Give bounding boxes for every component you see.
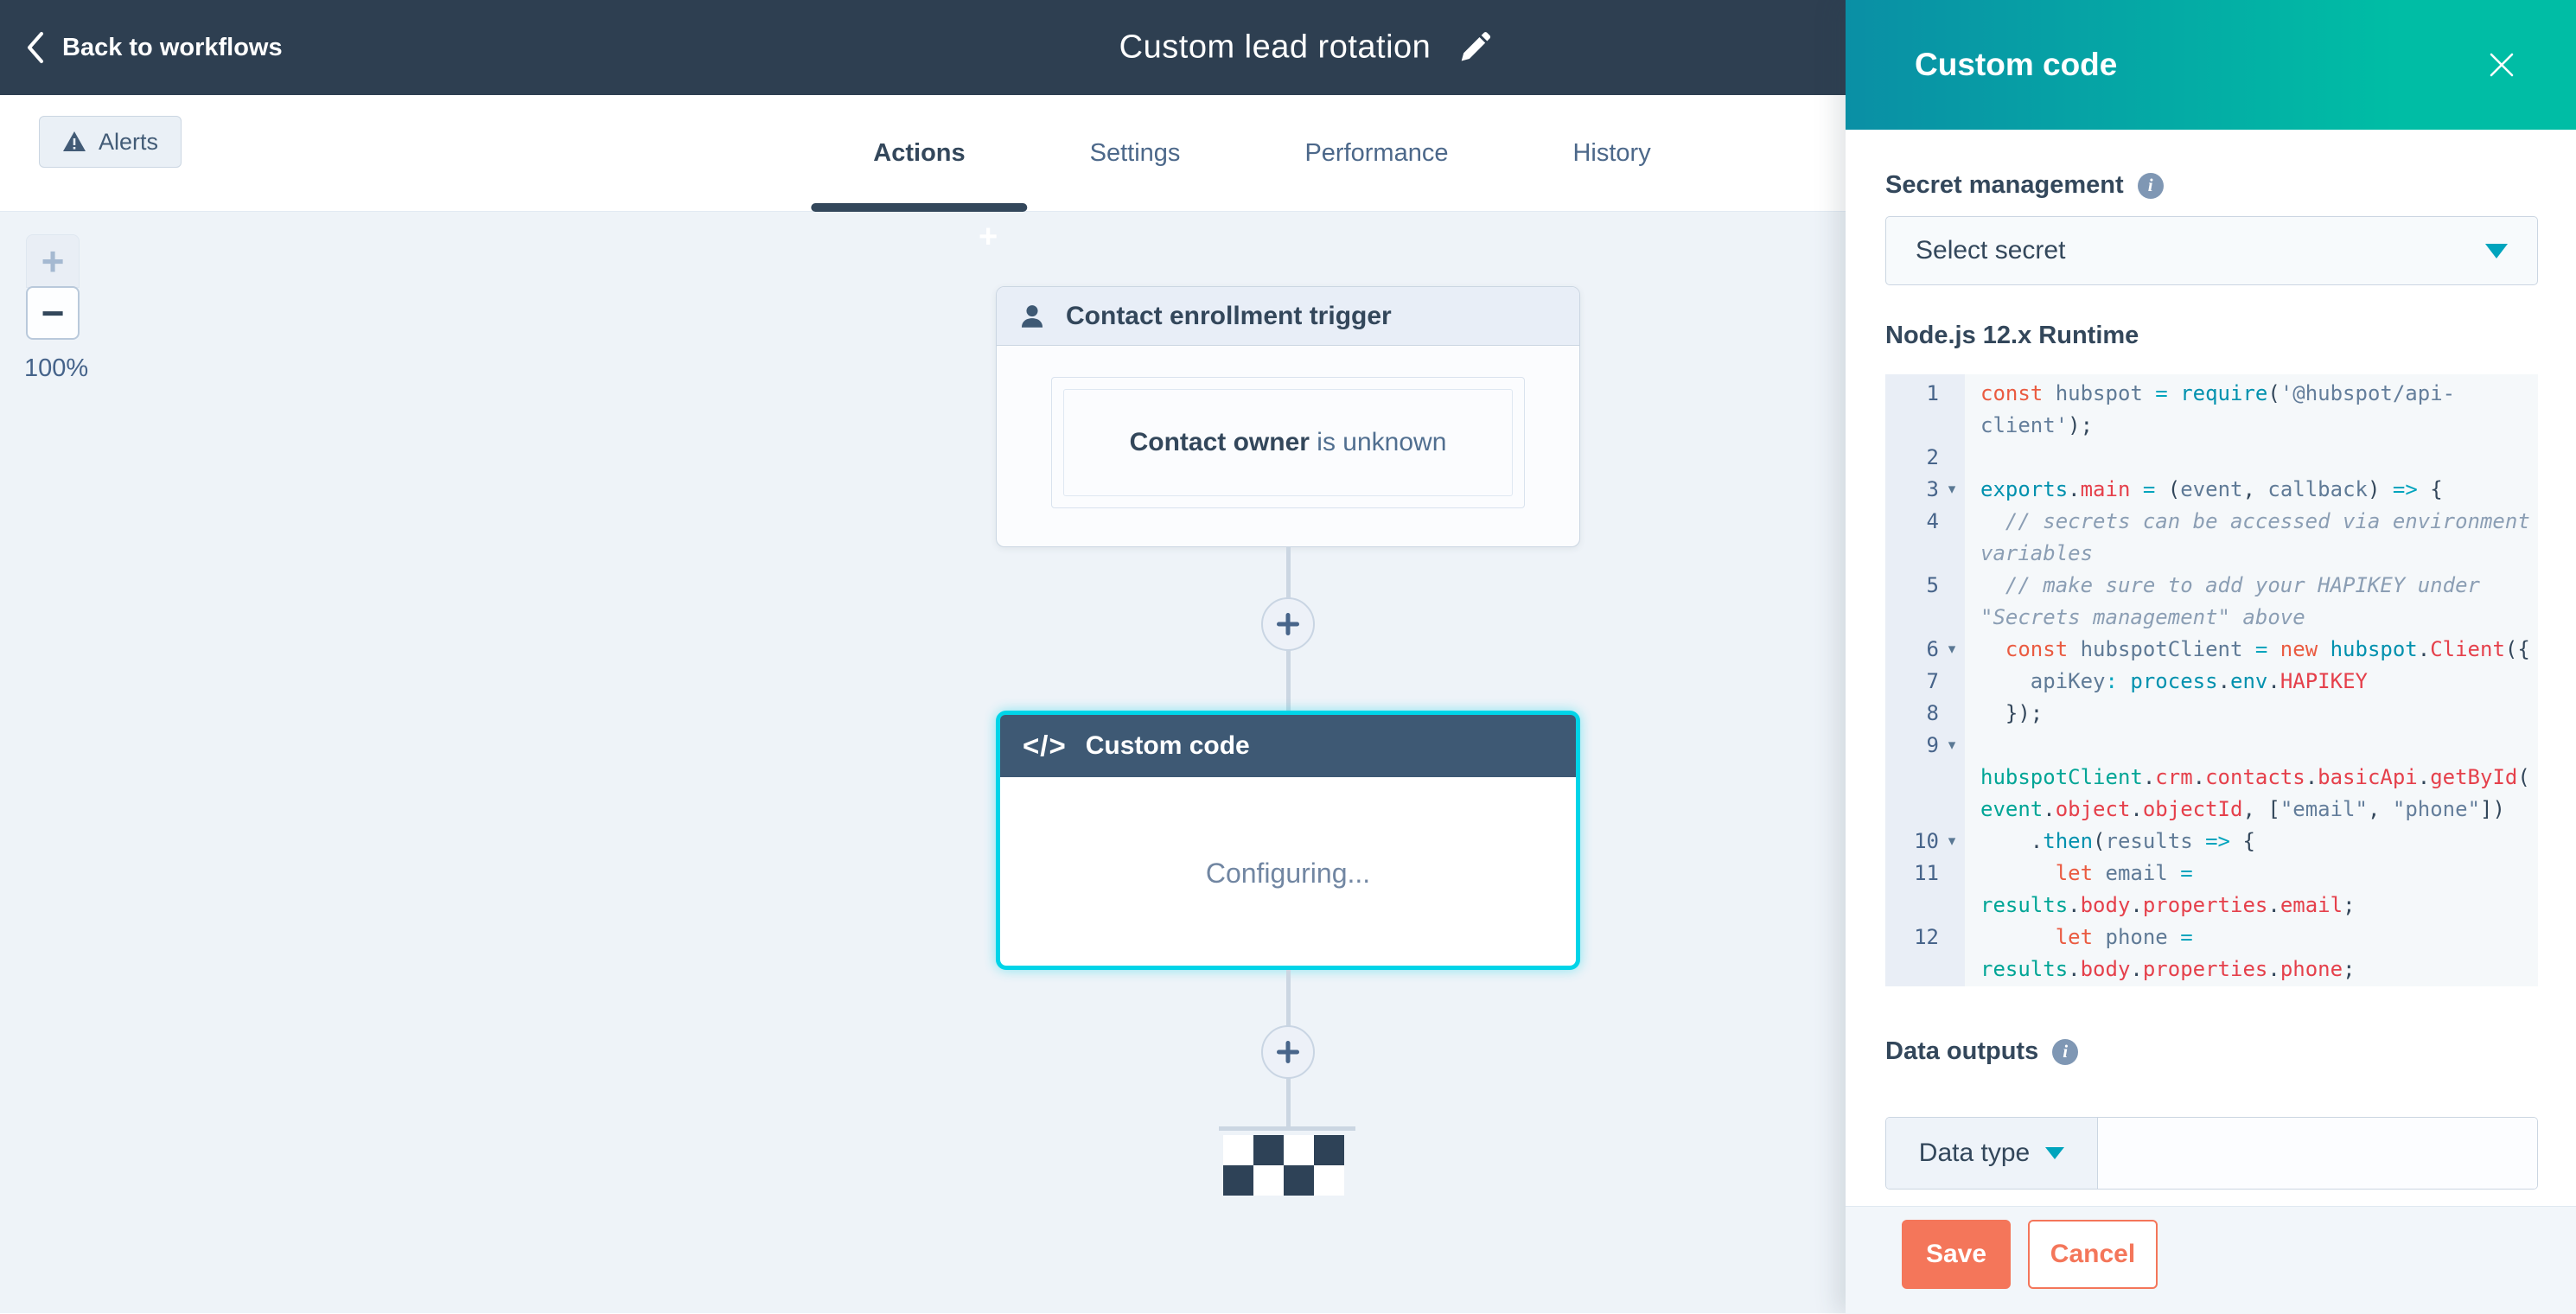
- alerts-label: Alerts: [99, 128, 159, 155]
- code-row: 4 // secrets can be accessed via environ…: [1926, 509, 2530, 533]
- main-area: Back to workflows Custom lead rotation A…: [0, 0, 1846, 1313]
- tab-label: Actions: [873, 139, 966, 167]
- add-action-button[interactable]: [1261, 597, 1315, 651]
- chevron-down-icon: [2485, 243, 2508, 258]
- end-connector-bar: [1219, 1126, 1355, 1131]
- trigger-condition-box: Contact owner is unknown: [1051, 377, 1525, 508]
- data-type-select[interactable]: Data type: [1886, 1118, 2098, 1189]
- fold-arrow-icon[interactable]: ▾: [1948, 481, 1956, 498]
- fold-arrow-icon[interactable]: ▾: [1948, 737, 1956, 754]
- workflow-title: Custom lead rotation: [1119, 29, 1431, 66]
- close-panel-button[interactable]: [2483, 46, 2521, 84]
- save-button[interactable]: Save: [1902, 1220, 2011, 1289]
- panel-header: Custom code: [1846, 0, 2576, 130]
- tab-label: History: [1572, 139, 1651, 167]
- code-row: 10▾ .then(results => {: [1885, 826, 2538, 858]
- data-outputs-text: Data outputs: [1885, 1037, 2039, 1065]
- code-row: 7 apiKey: process.env.HAPIKEY: [1926, 669, 2368, 693]
- tab-history[interactable]: History: [1510, 95, 1712, 212]
- alert-warning-icon: [63, 131, 86, 151]
- workflow-tabs: Actions Settings Performance History: [811, 95, 1712, 212]
- data-output-row: Data type: [1885, 1117, 2538, 1190]
- data-output-value-input[interactable]: [2098, 1118, 2537, 1189]
- code-row: results.body.properties.phone;: [1980, 957, 2356, 981]
- trigger-card-header: Contact enrollment trigger: [997, 287, 1579, 346]
- code-row: 3▾exports.main = (event, callback) => {: [1885, 474, 2538, 506]
- custom-code-panel: Custom code Secret management i Select s…: [1846, 0, 2576, 1314]
- edit-pencil-icon[interactable]: [1457, 30, 1491, 65]
- code-row: 12 let phone =: [1914, 925, 2193, 949]
- code-row: 11 let email =: [1914, 861, 2193, 885]
- secret-management-label: Secret management i: [1885, 171, 2164, 200]
- cancel-button[interactable]: Cancel: [2028, 1220, 2158, 1289]
- chevron-down-icon: [2045, 1147, 2065, 1159]
- trigger-condition-inner: Contact owner is unknown: [1063, 389, 1513, 496]
- data-type-value: Data type: [1918, 1139, 2031, 1167]
- workflow-end-flag-icon: [1223, 1135, 1344, 1196]
- panel-body: Secret management i Select secret Node.j…: [1846, 130, 2576, 1206]
- close-icon: [2490, 53, 2514, 77]
- canvas-plus-marker: +: [979, 219, 998, 255]
- code-row: 6▾ const hubspotClient = new hubspot.Cli…: [1885, 634, 2538, 666]
- condition-property: Contact owner: [1129, 428, 1310, 456]
- trigger-condition-text: Contact owner is unknown: [1130, 428, 1447, 457]
- panel-footer: Save Cancel: [1846, 1206, 2576, 1314]
- runtime-label: Node.js 12.x Runtime: [1885, 322, 2139, 349]
- workflow-canvas: + − 100% + Contact enrollment trigger Co…: [0, 212, 1846, 1313]
- code-row: 5 // make sure to add your HAPIKEY under: [1926, 573, 2480, 597]
- tab-settings[interactable]: Settings: [1028, 95, 1243, 212]
- custom-code-node-body: Configuring...: [1000, 777, 1576, 970]
- tab-actions[interactable]: Actions: [811, 95, 1028, 212]
- info-icon[interactable]: i: [2137, 172, 2164, 199]
- tab-performance[interactable]: Performance: [1242, 95, 1510, 212]
- secret-management-text: Secret management: [1885, 171, 2124, 199]
- custom-code-node-title: Custom code: [1085, 731, 1250, 760]
- custom-code-node[interactable]: </> Custom code Configuring...: [996, 711, 1580, 970]
- plus-icon: [1277, 1041, 1299, 1063]
- code-row: hubspotClient.crm.contacts.basicApi.getB…: [1980, 765, 2530, 789]
- zoom-in-button[interactable]: +: [26, 234, 80, 288]
- secret-select-value: Select secret: [1916, 236, 2066, 265]
- custom-code-node-header: </> Custom code: [1000, 715, 1576, 777]
- panel-title: Custom code: [1915, 47, 2118, 82]
- active-tab-underline: [811, 203, 1028, 212]
- back-chevron-icon: [28, 32, 43, 63]
- data-outputs-label: Data outputs i: [1885, 1037, 2079, 1066]
- contact-person-icon: [1021, 304, 1043, 328]
- code-brackets-icon: </>: [1023, 730, 1067, 762]
- info-icon[interactable]: i: [2052, 1038, 2079, 1065]
- tabbar: Alerts Actions Settings Performance Hist…: [0, 95, 1846, 212]
- tab-label: Settings: [1089, 139, 1181, 167]
- secret-select[interactable]: Select secret: [1885, 216, 2538, 285]
- fold-arrow-icon[interactable]: ▾: [1948, 641, 1956, 658]
- back-label: Back to workflows: [62, 33, 283, 61]
- zoom-level-label: 100%: [24, 354, 89, 382]
- back-to-workflows-link[interactable]: Back to workflows: [26, 31, 283, 64]
- enrollment-trigger-card[interactable]: Contact enrollment trigger Contact owner…: [996, 286, 1580, 547]
- tab-label: Performance: [1304, 139, 1449, 167]
- topbar: Back to workflows Custom lead rotation: [0, 0, 1846, 95]
- condition-operator: is unknown: [1309, 428, 1447, 456]
- zoom-out-button[interactable]: −: [26, 286, 80, 340]
- plus-icon: [1277, 613, 1299, 635]
- add-action-button[interactable]: [1261, 1025, 1315, 1079]
- code-row: "Secrets management" above: [1980, 605, 2305, 629]
- alerts-button[interactable]: Alerts: [39, 116, 182, 168]
- zoom-controls: + −: [26, 234, 80, 340]
- code-row: 9▾: [1885, 730, 2538, 762]
- code-row: client');: [1980, 413, 2094, 437]
- code-row: event.object.objectId, ["email", "phone"…: [1980, 797, 2505, 821]
- code-row: results.body.properties.email;: [1980, 893, 2356, 917]
- code-row: 8 });: [1926, 701, 2044, 725]
- workflow-title-group: Custom lead rotation: [1119, 29, 1492, 67]
- code-row: variables: [1980, 541, 2094, 565]
- code-row: 2: [1926, 445, 1939, 469]
- configuring-status: Configuring...: [1205, 858, 1371, 889]
- fold-arrow-icon[interactable]: ▾: [1948, 832, 1956, 850]
- trigger-card-title: Contact enrollment trigger: [1066, 301, 1392, 330]
